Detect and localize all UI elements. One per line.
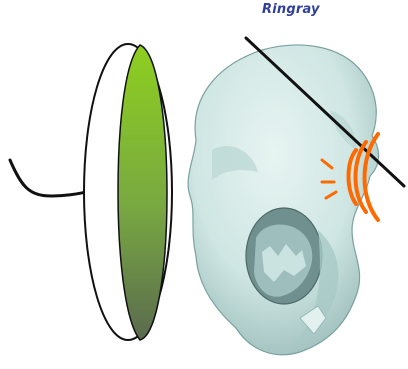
skull-model (188, 45, 378, 355)
detector-disc (84, 44, 172, 340)
ringray-label: Ringray (262, 2, 320, 17)
